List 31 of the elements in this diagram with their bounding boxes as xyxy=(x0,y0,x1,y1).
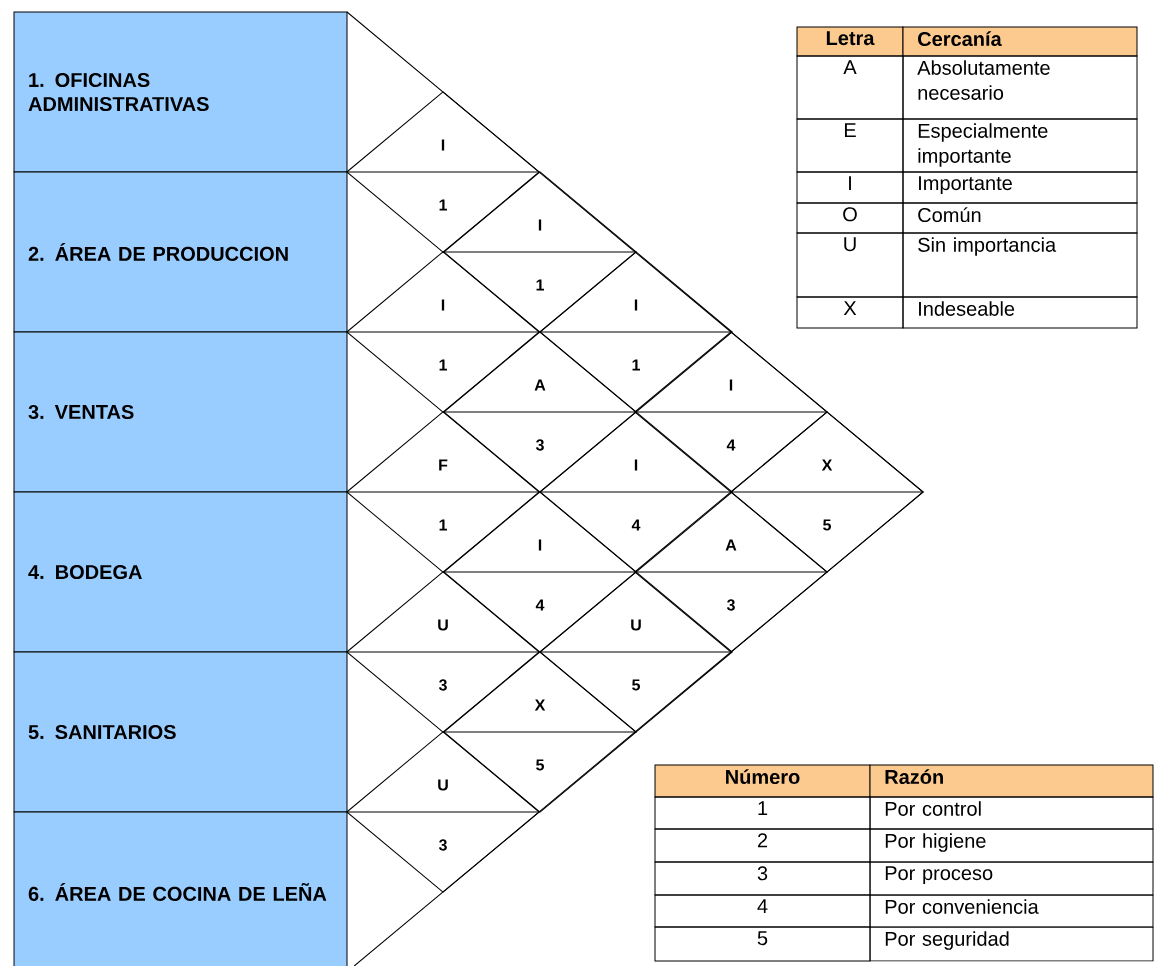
table-cell: X xyxy=(796,296,904,329)
table-cell: 3 xyxy=(654,861,871,896)
table-cell: Indeseable xyxy=(902,296,1138,329)
table-cell: O xyxy=(796,202,904,234)
area-box: 5. SANITARIOS xyxy=(13,651,348,813)
table-cell: U xyxy=(796,232,904,298)
table-cell: Importante xyxy=(902,171,1138,204)
area-box: 2. ÁREA DE PRODUCCION xyxy=(13,171,348,333)
table-cell: E xyxy=(796,118,904,173)
table-cell: 1 xyxy=(654,796,871,830)
table-cell: I xyxy=(796,171,904,204)
table-cell: 4 xyxy=(654,894,871,928)
table-cell: Por seguridad xyxy=(869,926,1154,962)
table-cell: Absolutamente necesario xyxy=(902,55,1138,120)
table-cell: 5 xyxy=(654,926,871,962)
table-cell: Letra xyxy=(796,26,904,57)
table-cell: 2 xyxy=(654,828,871,863)
table-cell: Por higiene xyxy=(869,828,1154,863)
table-cell: Número xyxy=(654,764,871,798)
area-box: 1. OFICINAS ADMINISTRATIVAS xyxy=(13,11,348,173)
table-cell: Por conveniencia xyxy=(869,894,1154,928)
area-box: 4. BODEGA xyxy=(13,491,348,653)
table-cell: A xyxy=(796,55,904,120)
area-box: 3. VENTAS xyxy=(13,331,348,493)
table-cell: Por control xyxy=(869,796,1154,830)
table-cell: Especialmente importante xyxy=(902,118,1138,173)
table-cell: Por proceso xyxy=(869,861,1154,896)
table-cell: Sin importancia xyxy=(902,232,1138,298)
table-cell: Razón xyxy=(869,764,1154,798)
area-box: 6. ÁREA DE COCINA DE LEÑA xyxy=(13,811,348,966)
table-cell: Común xyxy=(902,202,1138,234)
